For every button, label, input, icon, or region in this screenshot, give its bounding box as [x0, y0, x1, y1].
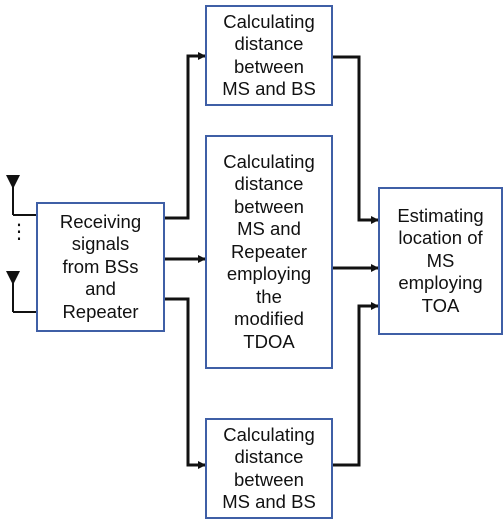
ellipsis: ⋮	[9, 221, 29, 243]
antenna-icon-top	[6, 175, 36, 216]
box-distance-repeater-label: Calculating distance between MS and Repe…	[223, 150, 315, 352]
box-distance-bs-bottom: Calculating distance between MS and BS	[205, 418, 333, 519]
box-receiving-signals: Receiving signals from BSs and Repeater	[36, 202, 165, 332]
arrow-receiving-to-bottom	[165, 297, 206, 469]
arrow-bottom-to-estimating	[333, 302, 379, 467]
box-distance-bs-top-label: Calculating distance between MS and BS	[222, 10, 316, 100]
box-estimating-location-label: Estimating location of MS employing TOA	[397, 204, 484, 316]
arrow-receiving-to-top	[165, 52, 206, 220]
box-distance-bs-bottom-label: Calculating distance between MS and BS	[222, 423, 316, 513]
arrow-top-to-estimating	[333, 55, 379, 224]
box-distance-bs-top: Calculating distance between MS and BS	[205, 5, 333, 106]
box-estimating-location: Estimating location of MS employing TOA	[378, 187, 503, 335]
box-distance-repeater: Calculating distance between MS and Repe…	[205, 135, 333, 369]
box-receiving-signals-label: Receiving signals from BSs and Repeater	[59, 210, 142, 322]
antenna-icon-bottom	[6, 271, 36, 313]
